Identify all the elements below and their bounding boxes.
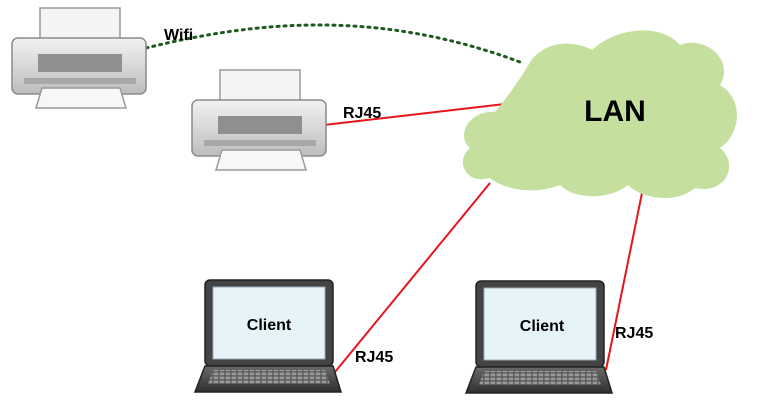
client2-rj45-label: RJ45	[615, 325, 653, 342]
printer-rj45-label: RJ45	[343, 105, 381, 122]
lan-label: LAN	[584, 95, 646, 128]
client1-rj45-label: RJ45	[355, 349, 393, 366]
client-label: Client	[520, 318, 565, 335]
laptop-icon	[193, 279, 343, 393]
wifi-link	[144, 23, 522, 64]
printer-icon	[191, 69, 327, 171]
lan-cloud	[462, 30, 737, 199]
printer-rj45-link	[323, 100, 531, 126]
client1-rj45-link	[334, 182, 491, 373]
client-label: Client	[247, 317, 292, 334]
laptop-icon	[464, 280, 614, 394]
wifi-label: Wifi	[164, 27, 193, 44]
client2-rj45-link	[605, 187, 644, 371]
printer-icon	[11, 7, 147, 109]
